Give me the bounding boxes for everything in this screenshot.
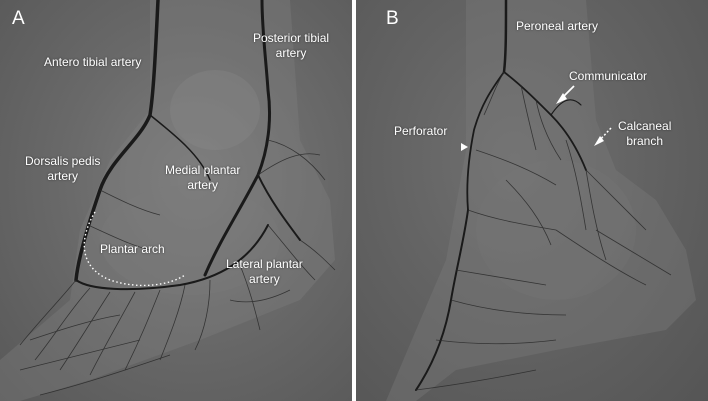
posterior-tibial-label-line-1: Posterior tibial <box>253 31 330 45</box>
perforator-label: Perforator <box>394 124 448 138</box>
dorsalis-pedis-label-line-1: Dorsalis pedis <box>25 154 101 168</box>
perforator-arrowhead <box>461 143 468 151</box>
calcaneal-branch-arrow <box>594 127 612 146</box>
panel-b-angiogram: B Peroneal artery Communicator Perforato… <box>356 0 708 401</box>
lateral-plantar-label-line-1: Lateral plantar <box>226 257 303 271</box>
antero-tibial-artery-label: Antero tibial artery <box>44 55 142 69</box>
dorsalis-pedis-label-line-2: artery <box>47 169 79 183</box>
medial-plantar-label-line-2: artery <box>187 178 219 192</box>
plantar-arch-label: Plantar arch <box>100 242 165 256</box>
medial-plantar-artery-label: Medial plantar artery <box>165 163 240 193</box>
lateral-plantar-artery-label: Lateral plantar artery <box>226 257 303 287</box>
lateral-plantar-label-line-2: artery <box>249 272 280 286</box>
peroneal-artery-label: Peroneal artery <box>516 19 599 33</box>
communicator-label: Communicator <box>569 69 648 83</box>
calcaneal-label-line-2: branch <box>626 134 664 148</box>
calcaneal-branch-label: Calcaneal branch <box>618 119 671 149</box>
dorsalis-pedis-artery-label: Dorsalis pedis artery <box>25 154 100 184</box>
calcaneal-label-line-1: Calcaneal <box>618 119 672 133</box>
panel-a-letter: A <box>12 8 25 29</box>
panel-a-vessels <box>0 0 336 401</box>
panel-b-letter: B <box>386 8 399 29</box>
panel-a-angiogram: A Antero tibial artery Posterior tibial … <box>0 0 352 401</box>
panel-divider <box>352 0 356 401</box>
posterior-tibial-label-line-2: artery <box>275 46 307 60</box>
medial-plantar-label-line-1: Medial plantar <box>165 163 241 177</box>
plantar-arch-dotted-outline <box>83 211 186 287</box>
panel-b-vessels <box>386 0 696 401</box>
communicator-arrow <box>556 85 575 104</box>
posterior-tibial-artery-label: Posterior tibial artery <box>253 31 329 61</box>
